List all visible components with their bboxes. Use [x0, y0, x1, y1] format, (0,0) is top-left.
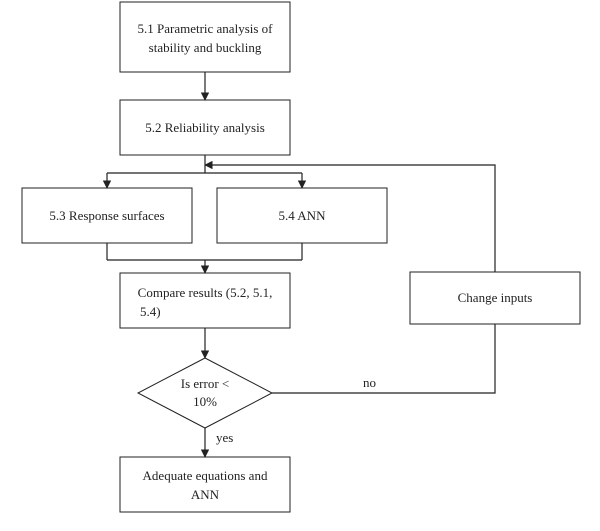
node-adequate-equations-line2: ANN — [191, 487, 220, 502]
node-compare-results: Compare results (5.2, 5.1, 5.4) — [119, 272, 291, 329]
node-response-surfaces-label: 5.3 Response surfaces — [49, 208, 164, 223]
edge-yes-label: yes — [216, 430, 233, 445]
node-ann: 5.4 ANN — [216, 187, 388, 244]
node-reliability-analysis: 5.2 Reliability analysis — [119, 99, 291, 156]
node-parametric-analysis: 5.1 Parametric analysis of stability and… — [119, 1, 291, 73]
node-ann-label: 5.4 ANN — [279, 208, 327, 223]
node-decision-error-line2: 10% — [193, 394, 217, 409]
node-response-surfaces: 5.3 Response surfaces — [21, 187, 193, 244]
node-parametric-analysis-line1: 5.1 Parametric analysis of — [137, 21, 273, 36]
node-reliability-analysis-label: 5.2 Reliability analysis — [145, 120, 265, 135]
node-decision-error-line1: Is error < — [181, 376, 229, 391]
node-change-inputs: Change inputs — [409, 271, 581, 325]
node-compare-results-line2: 5.4) — [140, 304, 161, 319]
edge-no-label: no — [363, 375, 376, 390]
node-decision-error: Is error < 10% — [136, 357, 274, 429]
node-adequate-equations: Adequate equations and ANN — [119, 456, 291, 513]
edge-change-inputs-loop — [204, 160, 496, 272]
node-compare-results-line1: Compare results (5.2, 5.1, — [138, 285, 273, 300]
node-parametric-analysis-line2: stability and buckling — [149, 40, 262, 55]
node-change-inputs-label: Change inputs — [458, 290, 533, 305]
edge-decision-no — [272, 324, 496, 394]
node-adequate-equations-line1: Adequate equations and — [143, 468, 268, 483]
